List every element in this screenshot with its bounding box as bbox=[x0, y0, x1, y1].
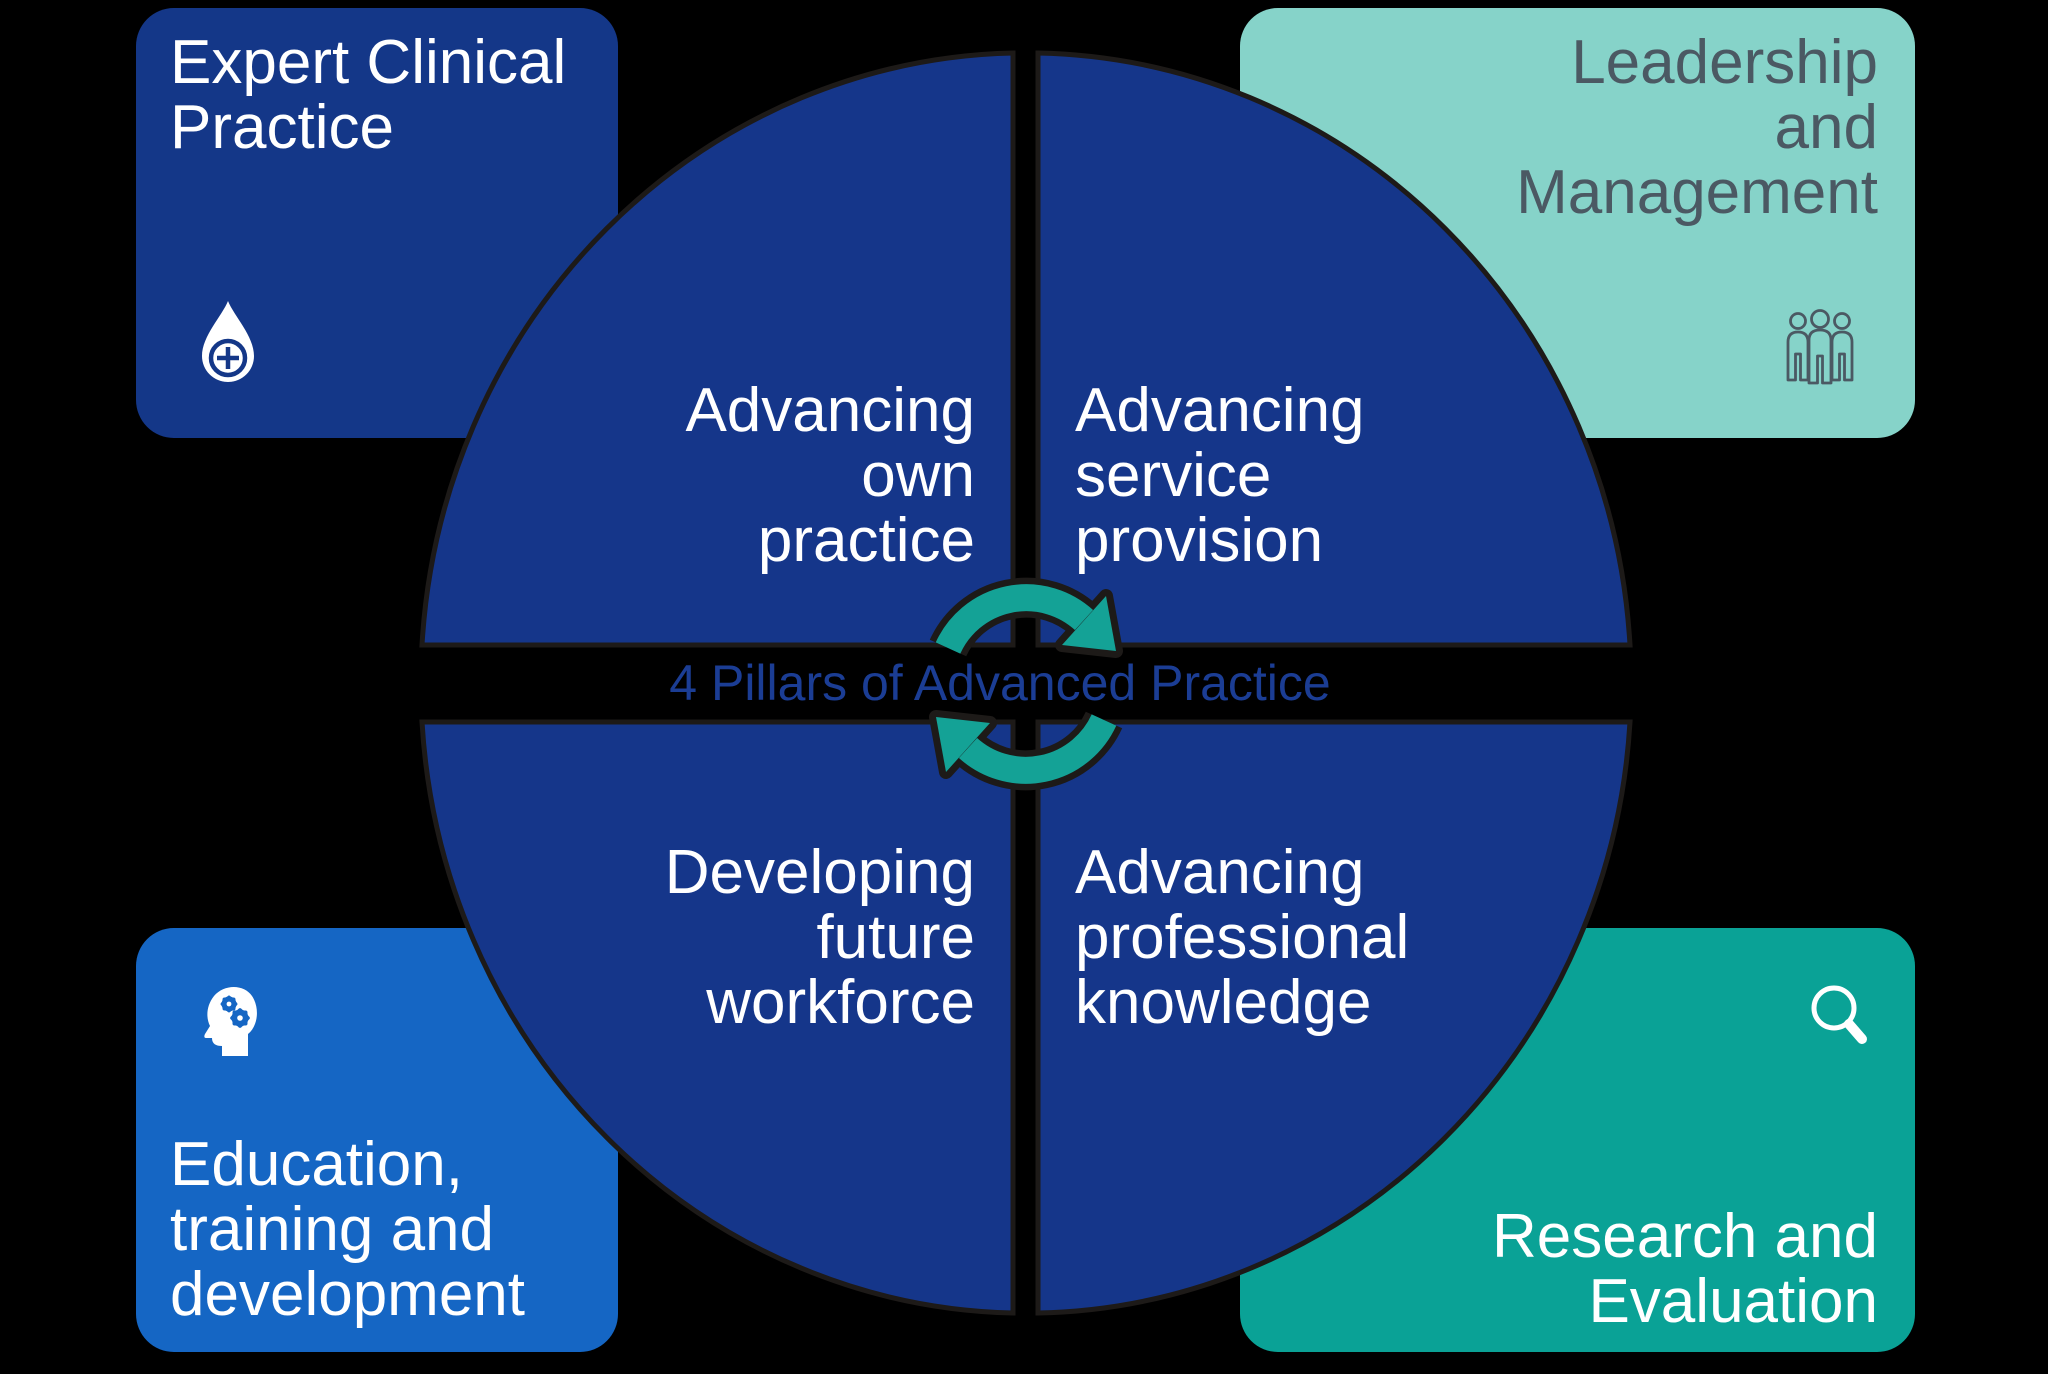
quadrant-top-right bbox=[1035, 50, 1633, 648]
quadrant-label-developing-future-workforce: Developing future workforce bbox=[664, 838, 975, 1037]
quadrant-bottom-right bbox=[1035, 719, 1633, 1316]
gear-glyph bbox=[220, 995, 250, 1028]
quadrant-top-left bbox=[419, 50, 1016, 648]
cycle-arc-bottom bbox=[958, 713, 1117, 784]
education-training-label: Education, training and development bbox=[170, 1130, 526, 1329]
cycle-arrowhead-left bbox=[936, 717, 990, 772]
research-evaluation-label: Research and Evaluation bbox=[1491, 1202, 1878, 1336]
cycle-arc-top bbox=[935, 584, 1094, 655]
quadrant-label-advancing-professional-knowledge: Advancing professional knowledge bbox=[1075, 838, 1410, 1037]
quadrant-bottom-left bbox=[419, 719, 1016, 1316]
diagram-title: 4 Pillars of Advanced Practice bbox=[669, 655, 1331, 711]
quadrant-label-advancing-own-practice: Advancing own practice bbox=[685, 376, 975, 575]
expert-clinical-practice-label: Expert Clinical Practice bbox=[170, 28, 567, 162]
people-icon bbox=[1786, 309, 1854, 385]
search-icon bbox=[1811, 985, 1867, 1044]
head-gears-icon bbox=[204, 987, 257, 1056]
quadrant-label-advancing-service-provision: Advancing service provision bbox=[1075, 376, 1365, 575]
leadership-management-label: Leadership and Management bbox=[1516, 28, 1878, 227]
droplet-plus-icon bbox=[202, 301, 254, 382]
cycle-arrows-icon bbox=[929, 577, 1123, 791]
cycle-arrowhead-right bbox=[1062, 596, 1116, 651]
